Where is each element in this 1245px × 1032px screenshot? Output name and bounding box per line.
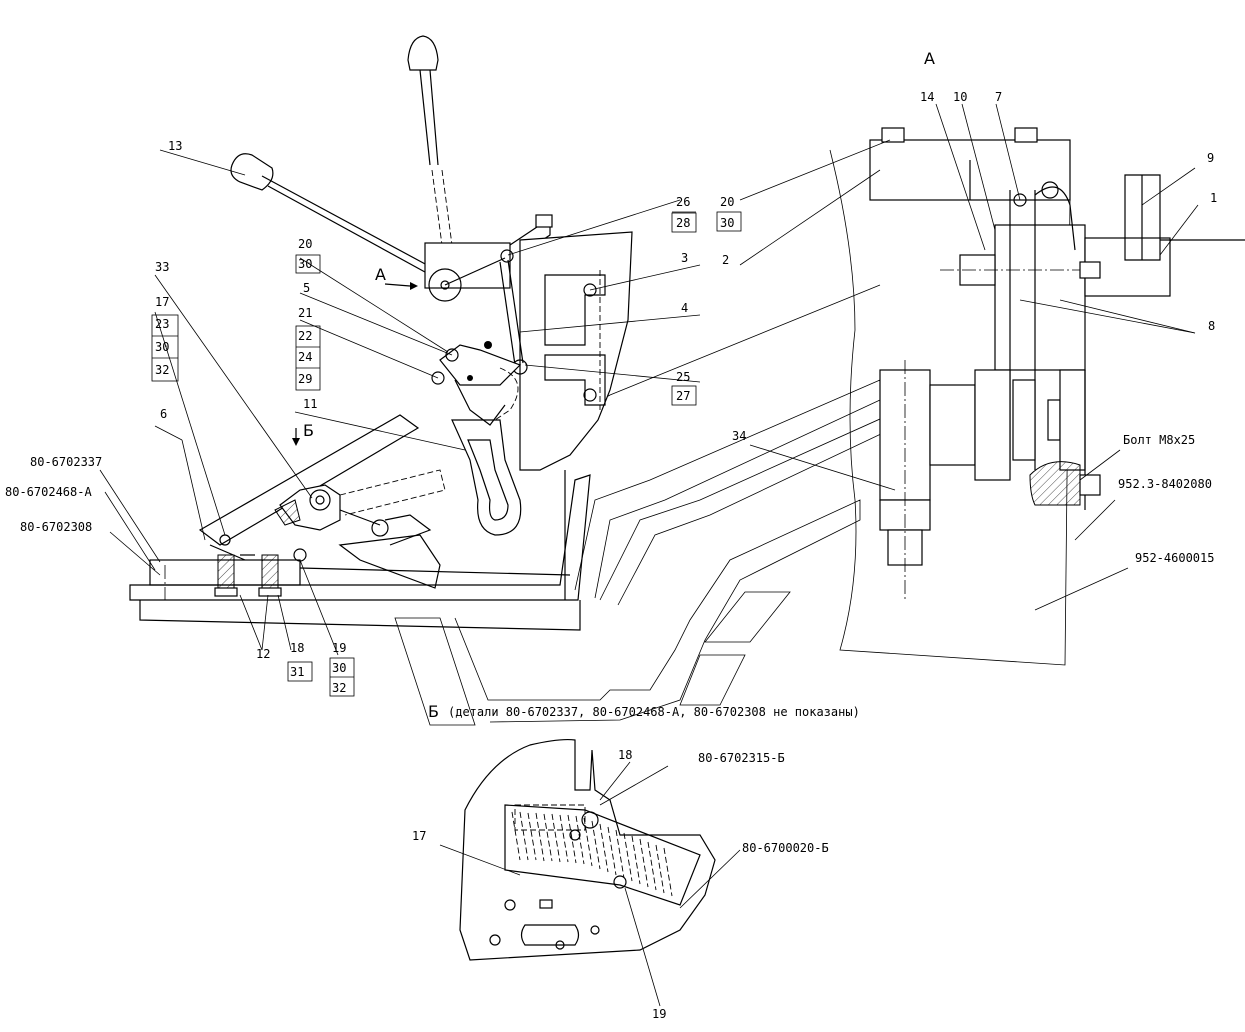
u-bar-11 — [451, 419, 522, 536]
part-952-4600015: 952-4600015 — [1135, 551, 1214, 565]
part-952-3-8402080: 952.3-8402080 — [1118, 477, 1212, 491]
label-6: 6 — [160, 407, 167, 421]
pedal-33 — [198, 414, 420, 561]
view-a-title: А — [924, 49, 935, 68]
view-arrows — [292, 282, 418, 446]
hand-lever-13 — [230, 153, 446, 284]
label-12: 12 — [256, 647, 270, 661]
label-25: 25 — [676, 370, 690, 384]
label-10: 10 — [953, 90, 967, 104]
label-14: 14 — [920, 90, 934, 104]
label-3: 3 — [681, 251, 688, 265]
part-80-6700020-b: 80-6700020-Б — [742, 841, 829, 855]
base-frame — [129, 470, 591, 631]
label-17: 17 — [155, 295, 169, 309]
label-11: 11 — [303, 397, 317, 411]
arrow-b-label: Б — [303, 421, 314, 440]
label-1: 1 — [1210, 191, 1217, 205]
label-32-b: 32 — [332, 681, 346, 695]
label-26: 26 — [676, 195, 690, 209]
label-29: 29 — [298, 372, 312, 386]
label-21: 21 — [298, 306, 312, 320]
label-32-a: 32 — [155, 363, 169, 377]
view-b-labels: Б (детали 80-6702337, 80-6702468-А, 80-6… — [412, 702, 860, 1021]
pivot-bracket — [424, 214, 553, 302]
label-20-a: 20 — [720, 195, 734, 209]
label-22: 22 — [298, 329, 312, 343]
label-19: 19 — [332, 641, 346, 655]
view-b-title: Б — [428, 702, 439, 721]
part-80-6702337: 80-6702337 — [30, 455, 102, 469]
label-30-a: 30 — [298, 257, 312, 271]
view-a-labels: А 14 10 7 9 1 20 30 2 8 34 Болт М8х25 95… — [716, 49, 1217, 565]
label-31: 31 — [290, 665, 304, 679]
arrow-a-label: А — [375, 265, 386, 284]
view-b-note: (детали 80-6702337, 80-6702468-А, 80-670… — [448, 705, 860, 719]
label-30-view-a: 30 — [720, 216, 734, 230]
label-24: 24 — [298, 350, 312, 364]
view-b — [459, 738, 716, 961]
leader-lines — [99, 103, 1199, 1007]
label-5: 5 — [303, 281, 310, 295]
label-20: 20 — [298, 237, 312, 251]
sensor-housing — [274, 469, 446, 589]
label-8: 8 — [1208, 319, 1215, 333]
label-19-view-b: 19 — [652, 1007, 666, 1021]
main-view-labels: 13 26 28 20 30 А 5 3 21 4 22 24 29 25 27… — [5, 139, 697, 697]
rocker-assembly — [431, 341, 522, 426]
label-34: 34 — [732, 429, 746, 443]
label-23: 23 — [155, 317, 169, 331]
label-28: 28 — [676, 216, 690, 230]
vertical-lever — [407, 35, 453, 246]
label-9: 9 — [1207, 151, 1214, 165]
note-bolt: Болт М8х25 — [1123, 433, 1195, 447]
label-27: 27 — [676, 389, 690, 403]
label-2: 2 — [722, 253, 729, 267]
label-33: 33 — [155, 260, 169, 274]
label-4: 4 — [681, 301, 688, 315]
part-80-6702308: 80-6702308 — [20, 520, 92, 534]
fasteners — [214, 548, 307, 597]
label-18: 18 — [290, 641, 304, 655]
label-30-b: 30 — [155, 340, 169, 354]
part-80-6702315-b: 80-6702315-Б — [698, 751, 785, 765]
main-view — [129, 35, 633, 631]
label-13: 13 — [168, 139, 182, 153]
label-30-c: 30 — [332, 661, 346, 675]
label-7: 7 — [995, 90, 1002, 104]
label-17-view-b: 17 — [412, 829, 426, 843]
view-a — [829, 127, 1245, 666]
label-18-view-b: 18 — [618, 748, 632, 762]
wall-plate-3 — [519, 231, 633, 471]
part-80-6702468-a: 80-6702468-А — [5, 485, 92, 499]
